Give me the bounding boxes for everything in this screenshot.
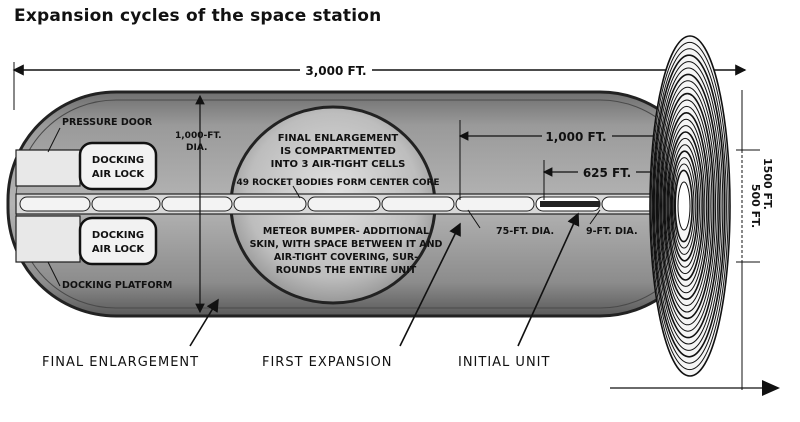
disc-hub bbox=[677, 181, 691, 231]
disc-ring bbox=[650, 41, 729, 371]
meteor-note-line-2: SKIN, WITH SPACE BETWEEN IT AND bbox=[250, 239, 443, 250]
center-core bbox=[15, 193, 687, 215]
disc-ring bbox=[661, 99, 713, 313]
disc-ring bbox=[669, 144, 700, 268]
disc-ring bbox=[657, 80, 718, 332]
disc-ring bbox=[674, 169, 694, 243]
disc-ring bbox=[654, 61, 724, 351]
meteor-note-line-4: ROUNDS THE ENTIRE UNIT bbox=[276, 265, 417, 276]
disc-ring bbox=[672, 157, 697, 255]
pressure-door-label: PRESSURE DOOR bbox=[62, 117, 153, 128]
captions: FINAL ENLARGEMENT FIRST EXPANSION INITIA… bbox=[42, 355, 550, 370]
rocket-body-segment bbox=[381, 196, 455, 212]
caption-pointers bbox=[189, 212, 580, 347]
solar-disc bbox=[649, 35, 731, 377]
rocket-body-segment bbox=[19, 196, 91, 212]
caption-first-expansion: FIRST EXPANSION bbox=[262, 355, 392, 370]
disc-ring bbox=[659, 86, 717, 326]
left-end-structure bbox=[15, 141, 158, 266]
core-note-label: 49 ROCKET BODIES FORM CENTER CORE bbox=[236, 178, 439, 188]
rocket-body-segment bbox=[161, 196, 233, 212]
dia-9-label: 9-FT. DIA. bbox=[586, 226, 638, 237]
disc-ring bbox=[651, 48, 727, 364]
final-note-line-3: INTO 3 AIR-TIGHT CELLS bbox=[271, 159, 406, 170]
docking-air-lock-bottom-label-2: AIR LOCK bbox=[92, 244, 145, 255]
disc-ring bbox=[656, 73, 721, 339]
docking-platform-label: DOCKING PLATFORM bbox=[62, 280, 172, 291]
final-note-line-1: FINAL ENLARGEMENT bbox=[278, 133, 399, 144]
meteor-note-line-1: METEOR BUMPER- ADDITIONAL bbox=[263, 226, 429, 237]
disc-1500-label: 1500 FT. bbox=[761, 158, 774, 210]
rocket-body-segment bbox=[91, 196, 161, 212]
meteor-note-line-3: AIR-TIGHT COVERING, SUR- bbox=[274, 252, 418, 263]
caption-initial-unit: INITIAL UNIT bbox=[458, 355, 550, 370]
disc-ring bbox=[673, 163, 695, 249]
disc-ring bbox=[667, 131, 704, 281]
disc-ring bbox=[659, 92, 715, 320]
disc-ring bbox=[665, 118, 708, 294]
overall-length-label: 3,000 FT. bbox=[305, 64, 366, 78]
docking-air-lock-top-label-1: DOCKING bbox=[92, 155, 144, 166]
dia-75-label: 75-FT. DIA. bbox=[496, 226, 554, 237]
disc-ring bbox=[663, 112, 710, 300]
rocket-body-segment bbox=[233, 196, 307, 212]
diagram-labels: PRESSURE DOOR DOCKING AIR LOCK DOCKING A… bbox=[62, 117, 638, 291]
disc-ring bbox=[655, 67, 722, 345]
rocket-body-segment bbox=[307, 196, 381, 212]
callout-leaders bbox=[47, 127, 601, 287]
final-note-line-2: IS COMPARTMENTED bbox=[280, 146, 396, 157]
docking-air-lock-bottom bbox=[78, 216, 158, 266]
length-625-label: 625 FT. bbox=[583, 166, 631, 180]
disc-ring bbox=[652, 54, 726, 358]
length-1000-label: 1,000 FT. bbox=[545, 130, 606, 144]
disc-ring bbox=[670, 150, 699, 262]
diameter-label-1: 1,000-FT. bbox=[175, 131, 222, 141]
docking-air-lock-top bbox=[78, 141, 158, 191]
rocket-body-segment bbox=[455, 196, 535, 212]
docking-air-lock-top-label-2: AIR LOCK bbox=[92, 169, 145, 180]
docking-air-lock-bottom-label-1: DOCKING bbox=[92, 230, 144, 241]
diameter-dimension: 1,000-FT. DIA. bbox=[175, 94, 222, 314]
disc-ring bbox=[666, 125, 706, 287]
disc-dimensions: 1500 FT. 500 FT. bbox=[610, 90, 780, 396]
initial-unit-core bbox=[540, 201, 600, 207]
diagram-title: Expansion cycles of the space station bbox=[14, 6, 382, 26]
diameter-label-2: DIA. bbox=[186, 143, 207, 153]
disc-500-label: 500 FT. bbox=[749, 184, 762, 228]
caption-final-enlargement: FINAL ENLARGEMENT bbox=[42, 355, 199, 370]
disc-ring bbox=[662, 105, 711, 307]
disc-ring bbox=[668, 137, 702, 275]
